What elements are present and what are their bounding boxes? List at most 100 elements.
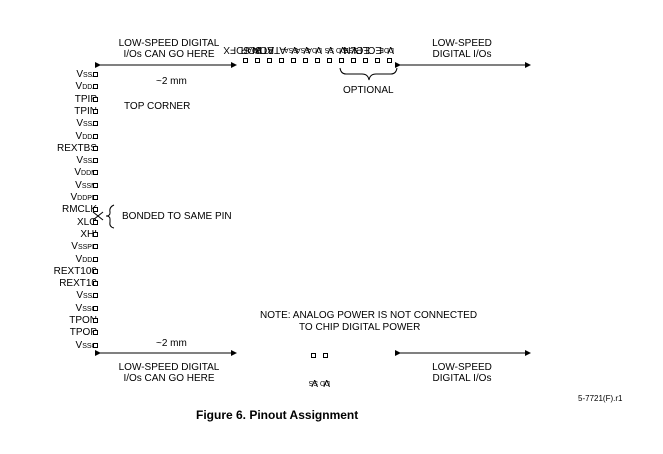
left-bond-pad <box>93 207 98 213</box>
left-bond-pad <box>93 330 98 336</box>
dimension-bottom: ~2 mm <box>156 338 187 349</box>
left-pin-label-main: XHI <box>80 228 97 240</box>
left-pin-label: REXT10 <box>59 279 97 289</box>
left-pin-label: VSSO <box>75 339 97 352</box>
top-bond-pad <box>243 58 248 63</box>
left-pin-label-main: V <box>76 155 83 167</box>
left-pin-label: VSSM <box>75 180 97 192</box>
top-bond-pad <box>387 58 392 63</box>
top-bond-pad <box>303 58 308 63</box>
left-pin-label-sub: SSO <box>82 342 97 350</box>
dimension-top: ~2 mm <box>156 76 187 87</box>
bottom-right-note-line1: LOW-SPEED <box>432 362 492 373</box>
left-pin-label-main: V <box>76 69 83 80</box>
left-pin-label-main: V <box>70 192 78 203</box>
top-bond-pad <box>291 58 296 63</box>
figure-id: 5-7721(F).r1 <box>578 394 623 403</box>
top-bond-pad <box>267 58 272 63</box>
left-bond-pad <box>93 256 98 262</box>
left-pin-label: VDDA <box>75 253 97 266</box>
left-bond-pad <box>93 170 98 176</box>
left-pin-label-main: V <box>75 302 83 314</box>
top-bond-pad <box>363 58 368 63</box>
left-bond-pad <box>93 195 98 200</box>
left-pin-label-main: TPIN <box>74 105 97 117</box>
left-pin-label-sub: SSA <box>82 158 97 166</box>
top-bond-pad <box>339 58 344 63</box>
bottom-left-note-line1: LOW-SPEED DIGITAL <box>118 362 220 373</box>
left-pin-label-main: V <box>75 130 83 142</box>
left-bond-pad <box>93 145 98 151</box>
top-right-note-line1: LOW-SPEED <box>432 38 492 49</box>
left-pin-label-main: V <box>75 339 83 351</box>
bonded-bracket <box>105 204 115 229</box>
left-pin-label: VDDA <box>75 130 97 143</box>
left-pin-label: VSSA <box>76 119 97 130</box>
left-pin-label: VDDPD <box>70 193 97 204</box>
left-pin-label-main: TPOP <box>69 327 97 339</box>
bottom-bond-pad <box>311 353 316 358</box>
left-pin-label-main: V <box>75 253 83 265</box>
optional-label: OPTIONAL <box>343 85 394 96</box>
top-left-note-line1: LOW-SPEED DIGITAL <box>118 38 220 49</box>
top-bond-pad <box>327 58 332 63</box>
left-pin-label: TPIP <box>74 93 97 105</box>
left-bond-pad <box>93 244 98 250</box>
left-pin-label-sub: SSO <box>82 305 97 313</box>
top-corner-label: TOP CORNER <box>124 101 191 112</box>
left-pin-label: VSSO <box>75 302 97 315</box>
left-pin-label: VSSA <box>76 291 97 302</box>
bottom-right-note: LOW-SPEED DIGITAL I/Os <box>412 362 512 384</box>
left-pin-label-sub: DDM <box>81 170 97 178</box>
left-bond-pad <box>93 305 98 311</box>
left-pin-label: TPON <box>69 316 97 326</box>
left-pin-label-main: XLO <box>76 216 97 228</box>
left-pin-label-main: V <box>76 290 83 302</box>
left-pin-label-main: V <box>75 81 83 93</box>
top-bond-pad <box>351 58 356 63</box>
left-pin-label: VDDA <box>76 82 97 93</box>
left-pin-label: TPIN <box>74 105 97 117</box>
left-bond-pad <box>93 96 98 102</box>
top-right-note: LOW-SPEED DIGITAL I/Os <box>412 38 512 60</box>
left-pin-label-sub: SSA <box>82 72 97 79</box>
left-pin-label-sub: SSA <box>82 121 97 129</box>
left-bond-pad <box>93 281 98 287</box>
left-bond-pad <box>93 158 98 164</box>
left-pin-label-main: TPIP <box>74 93 97 105</box>
top-left-note: LOW-SPEED DIGITAL I/Os CAN GO HERE <box>104 38 234 60</box>
left-pin-label-main: REXT10 <box>59 278 97 290</box>
left-bond-pad <box>93 84 98 90</box>
left-pin-label-main: TPON <box>69 315 97 326</box>
left-bond-pad <box>93 182 98 188</box>
bottom-left-note-line2: I/Os CAN GO HERE <box>123 373 215 384</box>
left-bond-pad <box>93 268 98 274</box>
bottom-right-note-line2: DIGITAL I/Os <box>432 373 492 384</box>
bottom-bond-pad <box>323 353 328 358</box>
left-pin-label-main: RMCLK <box>61 204 97 216</box>
left-pin-label: REXTBS <box>57 143 97 154</box>
left-pin-label-main: V <box>76 118 83 130</box>
top-bond-pad <box>279 58 284 63</box>
top-bond-pad <box>315 58 320 63</box>
left-pin-label-main: V <box>71 241 78 253</box>
left-pin-label-sub: SSM <box>81 182 97 190</box>
left-bond-pad <box>93 318 98 323</box>
left-bond-pad <box>93 121 98 127</box>
left-pin-label: TPOP <box>70 328 97 338</box>
left-pin-label: VSSPD <box>71 242 97 253</box>
left-pin-label: VSSA <box>76 70 97 81</box>
left-pin-label-sub: DDA <box>82 256 97 264</box>
left-pin-label-sub: DDA <box>82 84 97 92</box>
left-pin-label: XLO <box>76 216 97 228</box>
left-pin-label-main: REXT100 <box>53 265 97 277</box>
note-line1: NOTE: ANALOG POWER IS NOT CONNECTED <box>260 310 478 321</box>
optional-bracket <box>339 67 398 81</box>
top-left-note-line2: I/Os CAN GO HERE <box>123 49 215 60</box>
left-bond-pad <box>93 231 98 237</box>
left-pin-label: VSSA <box>76 156 97 167</box>
left-bond-pad <box>93 133 98 139</box>
figure-caption: Figure 6. Pinout Assignment <box>196 408 359 422</box>
